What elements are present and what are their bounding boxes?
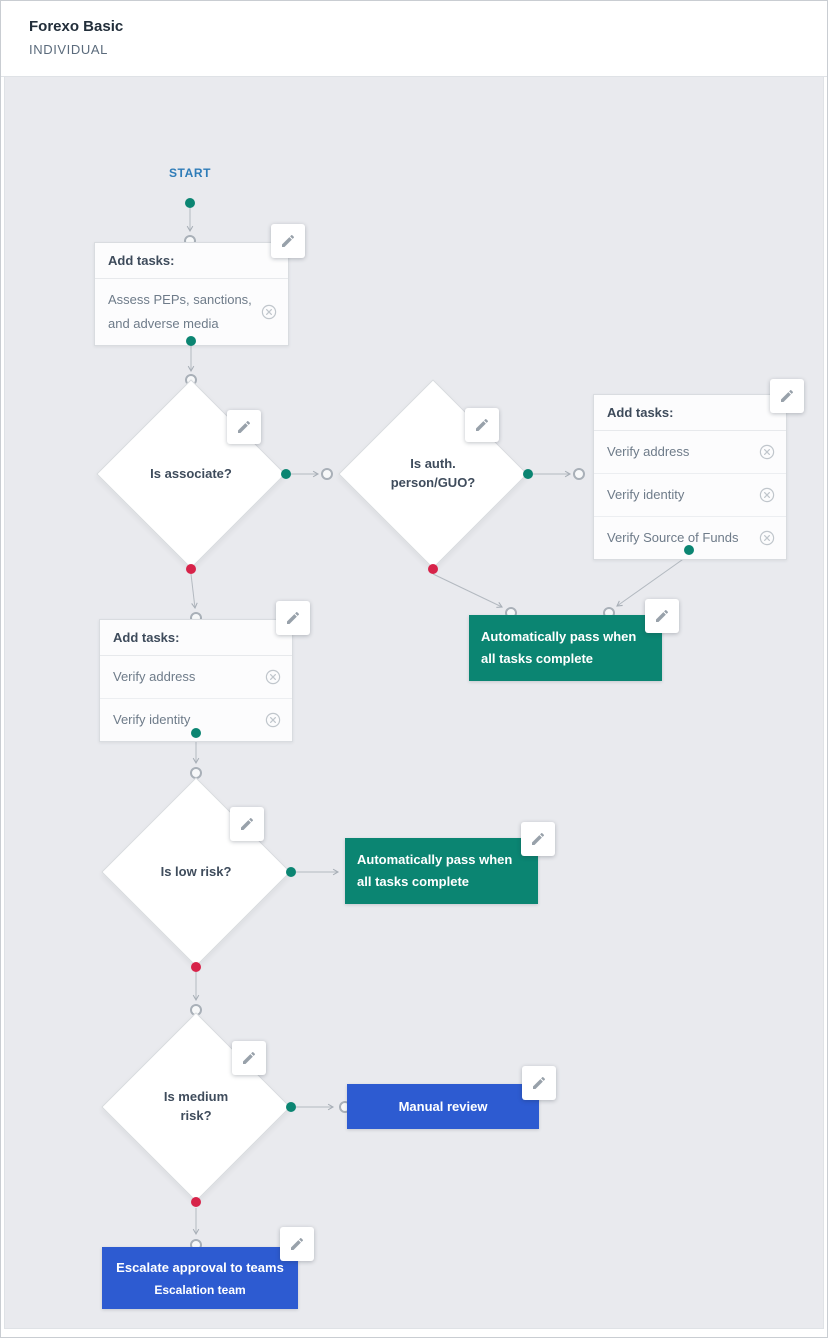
yes-output-port[interactable]	[523, 469, 533, 479]
pencil-icon	[236, 419, 252, 435]
circle-x-icon	[759, 444, 775, 460]
task-item[interactable]: Verify address	[100, 656, 292, 700]
remove-task-button[interactable]	[265, 712, 281, 728]
task-box-title: Add tasks:	[100, 620, 292, 656]
outcome-escalate-node[interactable]: Escalate approval to teams Escalation te…	[102, 1247, 298, 1309]
pencil-icon	[654, 608, 670, 624]
task-box-title: Add tasks:	[95, 243, 288, 279]
start-output-port[interactable]	[185, 198, 195, 208]
no-output-port[interactable]	[191, 962, 201, 972]
pencil-icon	[241, 1050, 257, 1066]
pencil-icon	[280, 233, 296, 249]
outcome-label: Manual review	[398, 1099, 488, 1114]
remove-task-button[interactable]	[759, 487, 775, 503]
remove-task-button[interactable]	[759, 530, 775, 546]
decision-label: Is auth. person/GUO?	[390, 456, 476, 490]
output-port[interactable]	[684, 545, 694, 555]
task-node-verify-full[interactable]: Add tasks: Verify address Verify identit…	[593, 394, 787, 561]
circle-x-icon	[261, 304, 277, 320]
page-title: Forexo Basic	[29, 18, 124, 35]
input-port[interactable]	[321, 468, 333, 480]
yes-output-port[interactable]	[286, 1102, 296, 1112]
outcome-label: Automatically pass when all tasks comple…	[481, 629, 637, 667]
task-item-label: Verify identity	[113, 712, 191, 728]
pencil-icon	[531, 1075, 547, 1091]
task-node-screening[interactable]: Add tasks: Assess PEPs, sanctions, and a…	[94, 242, 289, 347]
workflow-canvas: START Add tasks: Assess PEPs, sanctions,…	[4, 76, 824, 1329]
outcome-label: Escalate approval to teams	[116, 1260, 284, 1275]
decision-label: Is low risk?	[160, 863, 232, 879]
task-item[interactable]: Verify identity	[100, 699, 292, 741]
edit-button[interactable]	[465, 408, 499, 442]
circle-x-icon	[759, 530, 775, 546]
edit-button[interactable]	[230, 807, 264, 841]
edit-button[interactable]	[645, 599, 679, 633]
pencil-icon	[530, 831, 546, 847]
edit-button[interactable]	[521, 822, 555, 856]
decision-label: Is associate?	[150, 465, 232, 481]
outcome-pass-node[interactable]: Automatically pass when all tasks comple…	[345, 838, 538, 905]
circle-x-icon	[265, 712, 281, 728]
decision-label: Is medium risk?	[163, 1089, 229, 1123]
task-item[interactable]: Verify Source of Funds	[594, 517, 786, 559]
task-item-label: Verify Source of Funds	[607, 530, 739, 546]
task-item-label: Assess PEPs, sanctions, and adverse medi…	[108, 292, 252, 332]
connector-line	[190, 573, 198, 610]
input-port[interactable]	[573, 468, 585, 480]
circle-x-icon	[759, 487, 775, 503]
output-port[interactable]	[186, 336, 196, 346]
yes-output-port[interactable]	[281, 469, 291, 479]
circle-x-icon	[265, 669, 281, 685]
task-box-title: Add tasks:	[594, 395, 786, 431]
task-item[interactable]: Assess PEPs, sanctions, and adverse medi…	[95, 279, 288, 345]
no-output-port[interactable]	[428, 564, 438, 574]
edit-button[interactable]	[232, 1041, 266, 1075]
yes-output-port[interactable]	[286, 867, 296, 877]
outcome-label: Automatically pass when all tasks comple…	[357, 852, 513, 890]
page-subtitle: INDIVIDUAL	[29, 42, 108, 57]
pencil-icon	[779, 388, 795, 404]
connector-line	[432, 573, 503, 608]
remove-task-button[interactable]	[265, 669, 281, 685]
no-output-port[interactable]	[186, 564, 196, 574]
pencil-icon	[289, 1236, 305, 1252]
edit-button[interactable]	[276, 601, 310, 635]
edit-button[interactable]	[522, 1066, 556, 1100]
workflow-stage: START Add tasks: Assess PEPs, sanctions,…	[1, 77, 828, 1328]
outcome-manual-review-node[interactable]: Manual review	[347, 1084, 539, 1129]
page-header: Forexo Basic INDIVIDUAL	[1, 1, 827, 77]
edit-button[interactable]	[227, 410, 261, 444]
pencil-icon	[239, 816, 255, 832]
task-node-verify-basic[interactable]: Add tasks: Verify address Verify identit…	[99, 619, 293, 743]
pencil-icon	[285, 610, 301, 626]
no-output-port[interactable]	[191, 1197, 201, 1207]
start-label: START	[168, 166, 212, 180]
task-item-label: Verify identity	[607, 487, 685, 503]
edit-button[interactable]	[271, 224, 305, 258]
output-port[interactable]	[191, 728, 201, 738]
task-item-label: Verify address	[607, 444, 690, 459]
escalation-team-label: Escalation team	[154, 1283, 246, 1297]
remove-task-button[interactable]	[261, 304, 277, 320]
pencil-icon	[474, 417, 490, 433]
outcome-pass-node[interactable]: Automatically pass when all tasks comple…	[469, 615, 662, 682]
remove-task-button[interactable]	[759, 444, 775, 460]
task-item-label: Verify address	[113, 669, 196, 684]
task-item[interactable]: Verify address	[594, 431, 786, 475]
task-item[interactable]: Verify identity	[594, 474, 786, 518]
edit-button[interactable]	[280, 1227, 314, 1261]
edit-button[interactable]	[770, 379, 804, 413]
